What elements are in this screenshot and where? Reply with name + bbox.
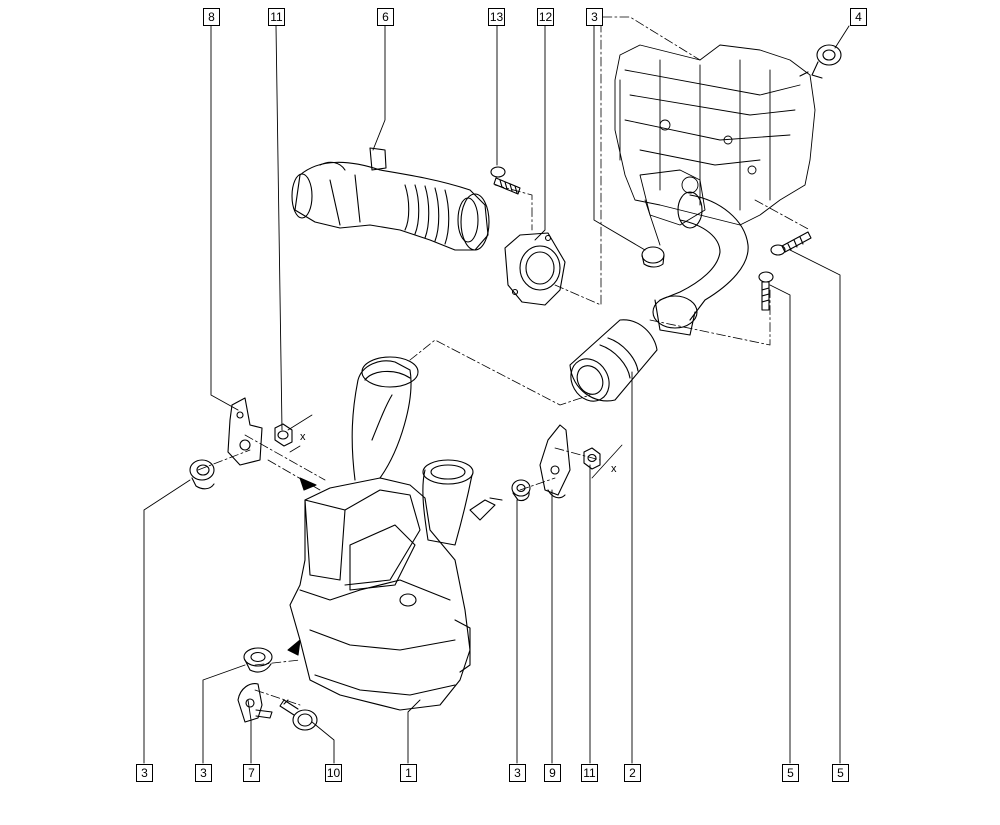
air-filter-housing-1-drawing — [289, 356, 503, 711]
callout-12: 12 — [537, 8, 554, 26]
callout-11: 11 — [268, 8, 285, 26]
direction-arrows — [287, 477, 317, 656]
callout-6: 6 — [377, 8, 394, 26]
nut-11-right-drawing — [583, 447, 601, 470]
callout-3: 3 — [586, 8, 603, 26]
intake-hose-6-drawing — [291, 147, 490, 251]
clip-7-drawing — [237, 683, 273, 723]
screw-13-drawing — [490, 166, 521, 195]
flange-12-drawing — [504, 232, 566, 306]
engine-block-drawing — [614, 44, 816, 246]
orientation-mark-x: x — [611, 463, 617, 475]
bolt-5-drawing — [758, 231, 812, 311]
grommet-3-drawing — [641, 246, 665, 268]
callout-3: 3 — [136, 764, 153, 782]
callout-13: 13 — [488, 8, 505, 26]
bracket-8-drawing — [227, 397, 263, 466]
assembly-lines — [197, 16, 811, 706]
sleeve-2-drawing — [569, 319, 658, 402]
leader-lines — [143, 25, 850, 764]
callout-3: 3 — [509, 764, 526, 782]
grommet-3-left-drawing — [189, 459, 215, 490]
orientation-marks: x x — [287, 414, 623, 479]
callout-11: 11 — [581, 764, 598, 782]
callout-2: 2 — [624, 764, 641, 782]
callout-10: 10 — [325, 764, 342, 782]
callout-5: 5 — [782, 764, 799, 782]
grommet-3-right-drawing — [511, 479, 531, 502]
orientation-mark-x: x — [300, 431, 306, 443]
callout-1: 1 — [400, 764, 417, 782]
bracket-9-drawing — [539, 424, 571, 499]
bolt-10-drawing — [279, 699, 318, 731]
callout-9: 9 — [544, 764, 561, 782]
nut-11-drawing — [274, 423, 293, 447]
callout-3: 3 — [195, 764, 212, 782]
callout-5: 5 — [832, 764, 849, 782]
intake-duct-drawing — [652, 191, 749, 336]
callout-7: 7 — [243, 764, 260, 782]
grommet-3-bottom-drawing — [243, 647, 273, 673]
callout-4: 4 — [850, 8, 867, 26]
callout-8: 8 — [203, 8, 220, 26]
grommet-4-drawing — [799, 44, 842, 79]
